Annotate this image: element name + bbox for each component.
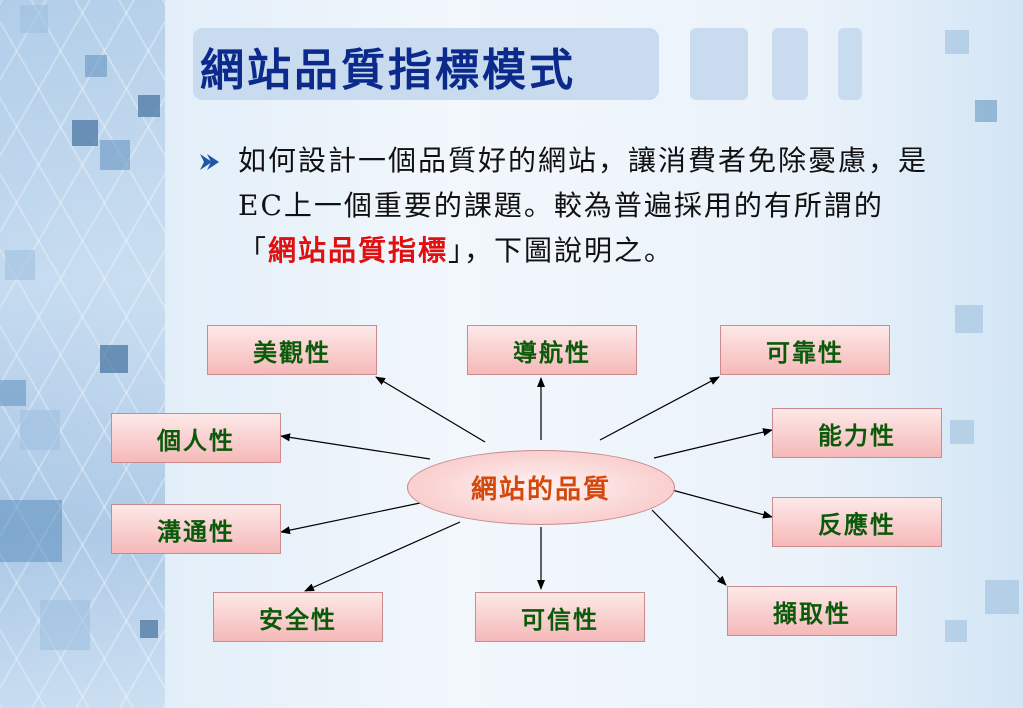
header-block <box>772 28 808 100</box>
decor-square <box>40 600 90 650</box>
node-navigation: 導航性 <box>467 325 637 375</box>
decor-square <box>100 345 128 373</box>
center-node-website-quality: 網站的品質 <box>407 450 675 525</box>
node-security: 安全性 <box>213 592 383 642</box>
page-title: 網站品質指標模式 <box>200 45 576 96</box>
decor-square <box>955 305 983 333</box>
decor-square <box>945 30 969 54</box>
decor-square <box>20 410 60 450</box>
decor-square <box>950 420 974 444</box>
node-personalization: 個人性 <box>111 413 281 463</box>
decor-square <box>0 500 62 562</box>
arrow-to-accessibility <box>651 509 727 586</box>
header-block <box>838 28 862 100</box>
header-block <box>690 28 748 100</box>
decor-square <box>0 380 26 406</box>
node-responsiveness: 反應性 <box>772 497 942 547</box>
decor-square <box>5 250 35 280</box>
paragraph-text-before: 如何設計一個品質好的網站，讓消費者免除憂慮，是EC上一個重要的課題。較為普遍採用… <box>238 144 929 267</box>
arrow-to-personalization <box>280 433 431 460</box>
decor-square <box>138 95 160 117</box>
arrow-to-aesthetics <box>375 376 486 443</box>
decor-square <box>140 620 158 638</box>
arrow-to-communication <box>280 502 421 535</box>
decor-square <box>945 620 967 642</box>
decor-square <box>975 100 997 122</box>
node-reliability: 可靠性 <box>720 325 890 375</box>
title-background <box>193 28 659 100</box>
decor-square <box>20 5 48 33</box>
arrow-to-responsiveness <box>671 489 773 519</box>
node-accessibility: 擷取性 <box>727 586 897 636</box>
node-credibility: 可信性 <box>475 592 645 642</box>
node-communication: 溝通性 <box>111 504 281 554</box>
arrow-to-capability <box>653 428 773 459</box>
arrow-to-reliability <box>599 376 720 441</box>
node-aesthetics: 美觀性 <box>207 325 377 375</box>
intro-paragraph: 如何設計一個品質好的網站，讓消費者免除憂慮，是EC上一個重要的課題。較為普遍採用… <box>238 138 938 273</box>
decor-square <box>72 120 98 146</box>
decor-square <box>100 140 130 170</box>
paragraph-highlight: 網站品質指標 <box>268 234 449 267</box>
decorative-side-band <box>0 0 165 708</box>
decor-square <box>985 580 1019 614</box>
bullet-arrow-icon <box>200 154 219 170</box>
paragraph-text-after: 」，下圖說明之。 <box>448 234 675 267</box>
decor-square <box>85 55 107 77</box>
arrow-to-security <box>304 521 461 592</box>
node-capability: 能力性 <box>772 408 942 458</box>
